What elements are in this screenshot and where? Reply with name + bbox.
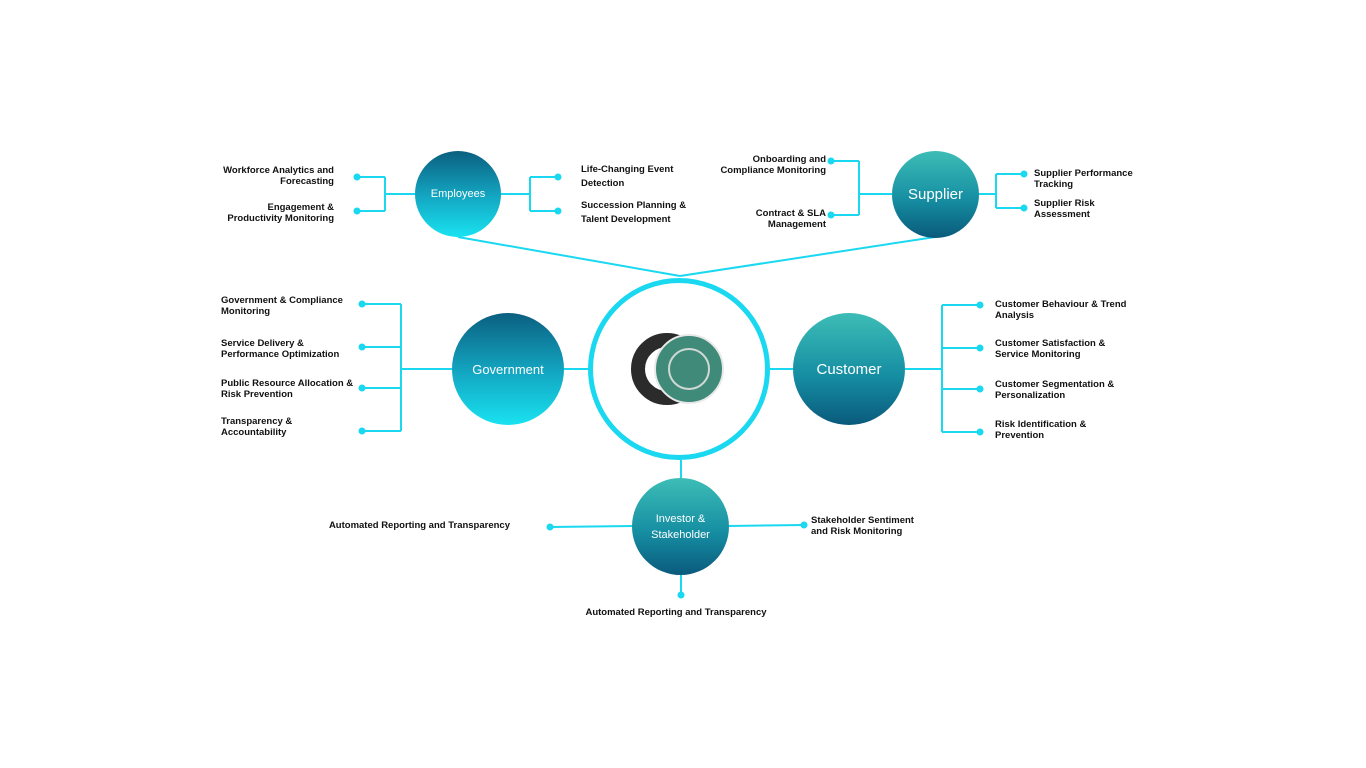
item-public-resource: Public Resource Allocation & Risk Preven… bbox=[221, 378, 354, 400]
connector-dot bbox=[800, 521, 808, 529]
connector-dot bbox=[677, 591, 685, 599]
connector-dot bbox=[1020, 170, 1028, 178]
connector-dot bbox=[976, 428, 984, 436]
item-life-changing-event: Life-Changing Event Detection bbox=[581, 164, 674, 189]
customer-label: Customer bbox=[816, 360, 882, 378]
government-label: Government bbox=[472, 361, 544, 377]
item-government-compliance: Government & Compliance Monitoring bbox=[221, 295, 343, 317]
employees-node: Employees bbox=[415, 151, 501, 237]
government-node: Government bbox=[452, 313, 564, 425]
connector-dot bbox=[353, 173, 361, 181]
item-customer-behaviour: Customer Behaviour & Trend Analysis bbox=[995, 299, 1127, 321]
connector-dot bbox=[976, 301, 984, 309]
central-hub bbox=[588, 278, 770, 460]
connector-dot bbox=[976, 344, 984, 352]
connector-dot bbox=[827, 157, 835, 165]
item-customer-satisfaction: Customer Satisfaction & Service Monitori… bbox=[995, 338, 1106, 360]
interlocking-rings-logo bbox=[631, 333, 724, 405]
connector-dot bbox=[554, 207, 562, 215]
employees-label: Employees bbox=[430, 188, 486, 200]
connector-dot bbox=[358, 384, 366, 392]
item-customer-segmentation: Customer Segmentation & Personalization bbox=[995, 379, 1115, 401]
item-succession-planning: Succession Planning & Talent Development bbox=[581, 200, 687, 225]
item-investor-reporting-left: Automated Reporting and Transparency bbox=[328, 520, 510, 531]
connector-dot bbox=[358, 300, 366, 308]
item-transparency-accountability: Transparency & Accountability bbox=[221, 416, 293, 438]
item-supplier-performance: Supplier Performance Tracking bbox=[1034, 168, 1133, 190]
connector-dot bbox=[1020, 204, 1028, 212]
connector-dot bbox=[554, 173, 562, 181]
connector-dot bbox=[358, 343, 366, 351]
item-investor-reporting-bottom: Automated Reporting and Transparency bbox=[585, 607, 767, 618]
connector-dot bbox=[546, 523, 554, 531]
item-service-delivery: Service Delivery & Performance Optimizat… bbox=[221, 338, 340, 360]
supplier-label: Supplier bbox=[907, 186, 964, 203]
item-supplier-risk: Supplier Risk Assessment bbox=[1034, 198, 1095, 220]
item-workforce-analytics: Workforce Analytics and Forecasting bbox=[223, 165, 334, 187]
investor-stakeholder-label: Investor & Stakeholder bbox=[651, 512, 710, 541]
customer-node: Customer bbox=[793, 313, 905, 425]
item-onboarding-compliance: Onboarding and Compliance Monitoring bbox=[720, 154, 826, 176]
item-stakeholder-sentiment: Stakeholder Sentiment and Risk Monitorin… bbox=[811, 515, 914, 537]
connector-dot bbox=[976, 385, 984, 393]
connector-dot bbox=[353, 207, 361, 215]
connector-dot bbox=[358, 427, 366, 435]
item-contract-sla: Contract & SLA Management bbox=[755, 208, 826, 230]
supplier-node: Supplier bbox=[892, 151, 979, 238]
item-engagement-monitoring: Engagement & Productivity Monitoring bbox=[227, 202, 334, 224]
item-risk-identification: Risk Identification & Prevention bbox=[995, 419, 1087, 441]
connector-dot bbox=[827, 211, 835, 219]
investor-stakeholder-node: Investor & Stakeholder bbox=[632, 478, 729, 575]
